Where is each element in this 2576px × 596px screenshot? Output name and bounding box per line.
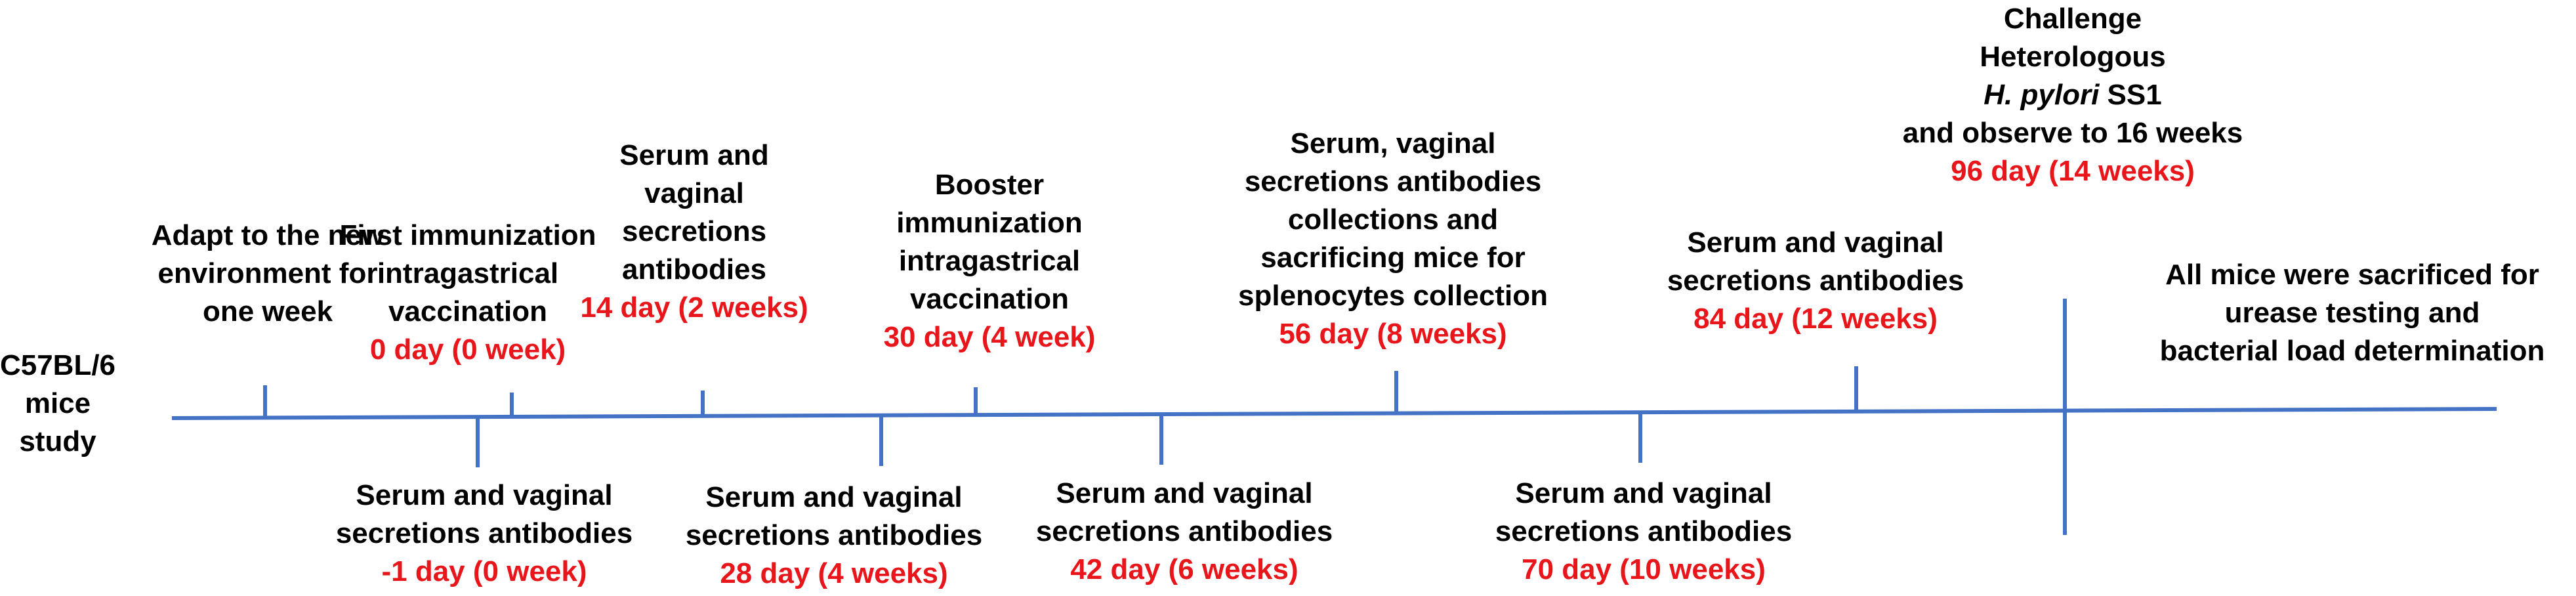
- event-text-line: immunization: [896, 207, 1083, 239]
- timeline-axis: [171, 407, 2497, 420]
- event-text-line: bacterial load determination: [2159, 335, 2545, 367]
- event-text-line: collections and: [1287, 203, 1499, 236]
- event-date: 56 day (8 weeks): [1279, 318, 1507, 350]
- event-first-immunization: First immunization intragastrical vaccin…: [339, 217, 596, 369]
- bacterium-genus: H. pylori: [1984, 79, 2100, 111]
- event-d56: Serum, vaginal secretions antibodies col…: [1238, 125, 1548, 353]
- event-text-line: Serum and vaginal: [705, 481, 963, 513]
- event-text-line: First immunization: [339, 219, 596, 251]
- event-text-line: secretions antibodies: [1495, 515, 1793, 547]
- event-text-line: intragastrical: [377, 257, 559, 289]
- event-text-line: vaccination: [909, 283, 1070, 315]
- event-date: 96 day (14 weeks): [1951, 155, 2195, 187]
- event-text-line: antibodies: [621, 253, 767, 286]
- event-text-line: Serum and vaginal: [1687, 226, 1944, 259]
- event-text-line: secretions antibodies: [1244, 165, 1542, 198]
- study-label: C57BL/6 mice study: [0, 347, 115, 461]
- event-final: All mice were sacrificed for urease test…: [2160, 256, 2545, 370]
- event-d28: Serum and vaginal secretions antibodies …: [686, 479, 982, 593]
- event-challenge: Challenge Heterologous H. pylori SS1 and…: [1903, 0, 2243, 190]
- event-adapt: Adapt to the new environment for one wee…: [152, 217, 384, 331]
- event-text-line: Serum, vaginal: [1290, 127, 1496, 160]
- event-d84: Serum and vaginal secretions antibodies …: [1667, 224, 1964, 338]
- event-d42: Serum and vaginal secretions antibodies …: [1036, 475, 1333, 589]
- event-text-line: Adapt to the new: [151, 219, 384, 251]
- event-text-line: Challenge: [2003, 3, 2142, 35]
- event-text-line: and observe to 16 weeks: [1902, 117, 2243, 149]
- event-text-line: secretions antibodies: [1035, 515, 1333, 547]
- event-text-line: environment for: [157, 257, 378, 289]
- event-text-line: Serum and vaginal: [1515, 477, 1772, 509]
- event-text-line: secretions antibodies: [685, 519, 983, 551]
- event-text-line: Booster: [934, 169, 1045, 201]
- event-text-line: sacrificing mice for: [1260, 242, 1526, 274]
- event-text-line: Serum and vaginal: [356, 479, 613, 511]
- event-text-line: secretions antibodies: [1667, 265, 1964, 297]
- event-text-line: intragastrical: [898, 245, 1081, 277]
- event-text-line: splenocytes collection: [1238, 280, 1548, 312]
- event-neg1: Serum and vaginal secretions antibodies …: [336, 477, 633, 591]
- event-text-line: All mice were sacrificed for: [2165, 259, 2539, 291]
- event-booster: Booster immunization intragastrical vacc…: [884, 166, 1096, 356]
- event-text-line: Heterologous: [1980, 41, 2166, 73]
- event-d14: Serum and vaginal secretions antibodies …: [580, 137, 808, 327]
- event-d70: Serum and vaginal secretions antibodies …: [1495, 475, 1792, 589]
- event-text-line: one week: [202, 295, 333, 328]
- event-date: 0 day (0 week): [369, 333, 566, 366]
- event-date: 28 day (4 weeks): [720, 557, 948, 589]
- event-text-line: Serum and: [619, 139, 769, 171]
- study-label-line: C57BL/6: [0, 349, 116, 381]
- event-date: 84 day (12 weeks): [1693, 303, 1938, 335]
- event-text-line: vaginal: [644, 177, 744, 209]
- event-text-line: Serum and vaginal: [1056, 477, 1313, 509]
- event-text-line: vaccination: [388, 295, 548, 328]
- study-label-line: mice: [24, 387, 91, 419]
- event-date: 70 day (10 weeks): [1522, 553, 1766, 585]
- event-text-line: secretions antibodies: [335, 517, 633, 549]
- event-text-line: urease testing and: [2224, 297, 2480, 329]
- event-date: -1 day (0 week): [381, 555, 587, 587]
- event-text-line: H. pylori SS1: [1903, 76, 2243, 114]
- event-date: 42 day (6 weeks): [1070, 553, 1298, 585]
- event-date: 30 day (4 week): [883, 321, 1096, 353]
- study-label-line: study: [19, 425, 96, 458]
- event-text-line: secretions: [621, 215, 767, 247]
- bacterium-strain: SS1: [2099, 79, 2162, 111]
- event-date: 14 day (2 weeks): [580, 291, 808, 324]
